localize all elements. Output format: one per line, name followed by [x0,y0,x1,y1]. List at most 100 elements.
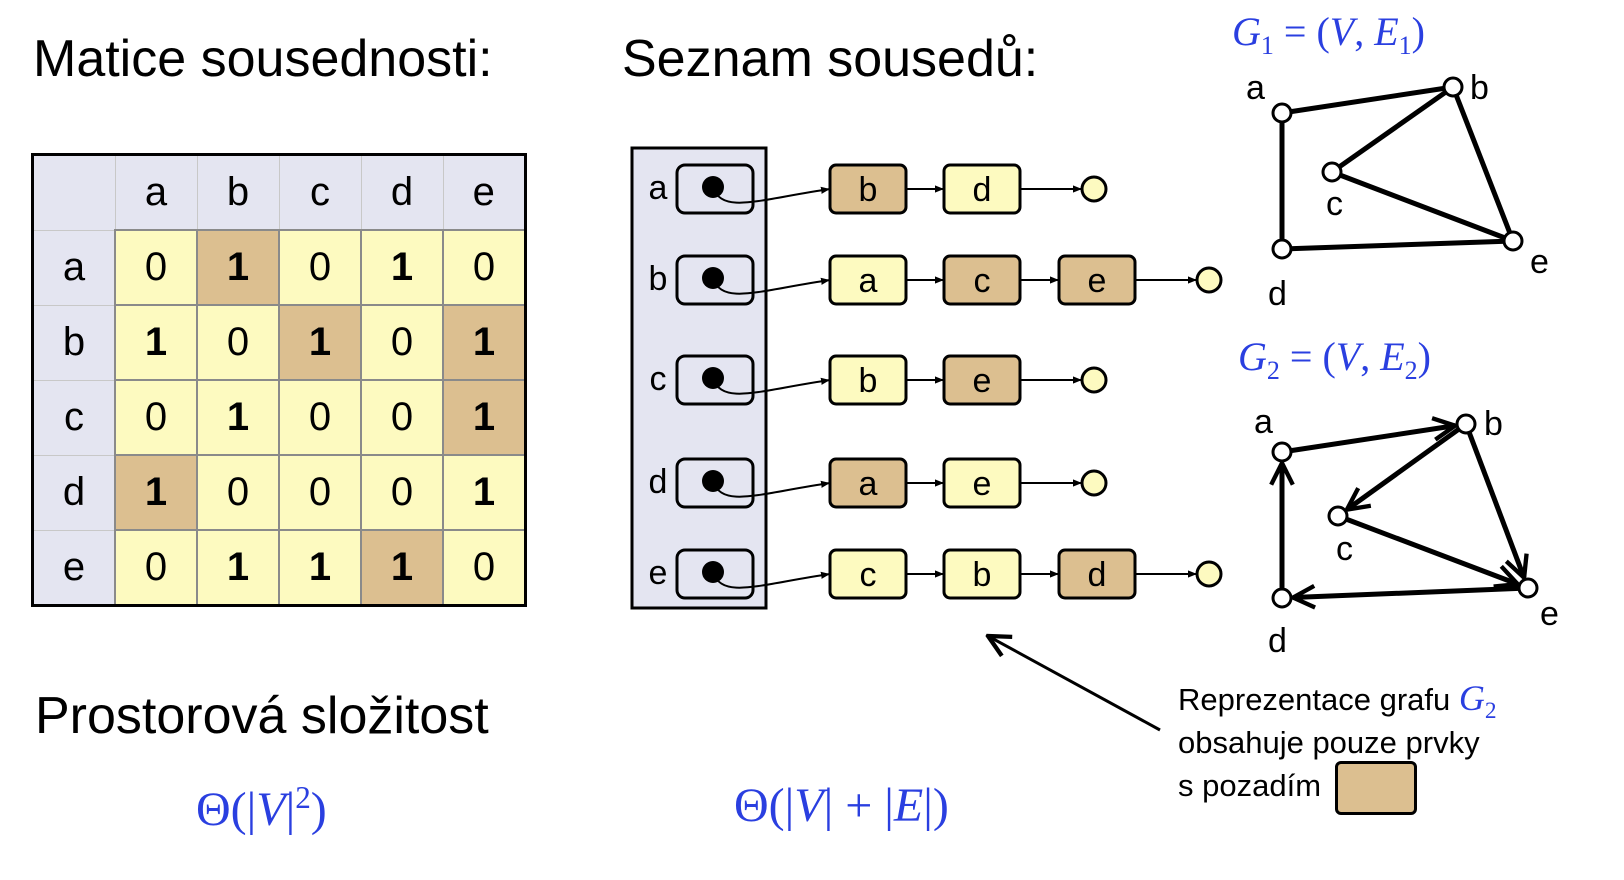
list-node-label: a [859,465,878,503]
list-node-label: c [974,262,991,300]
matrix-cell: 0 [196,454,280,531]
matrix-row: c 0 1 0 0 1 [32,379,527,456]
list-node-label: b [973,556,992,594]
matrix-cell: 1 [442,454,527,531]
matrix-cell: 0 [278,454,362,531]
matrix-cell: 1 [114,304,198,381]
legend-note: Reprezentace grafu G2 obsahuje pouze prv… [1178,680,1497,815]
graph-vertex [1271,441,1293,463]
graph-vertex [1455,413,1477,435]
list-node-label: e [973,362,992,400]
matrix-cell: 0 [278,379,362,456]
note-line-3: s pozadím [1178,767,1322,803]
matrix-complexity: Θ(|V|2) [196,780,327,836]
note-line-1: Reprezentace grafu [1178,682,1451,717]
adjacency-matrix: a b c d e a 0 1 0 1 0 b 1 0 1 0 1 c 0 1 … [31,153,527,607]
matrix-cell: 0 [196,304,280,381]
head-pointer-arrow [712,571,831,589]
list-node-label: e [973,465,992,503]
note-line-2: obsahuje pouze prvky [1178,724,1480,760]
col-header: d [360,154,444,231]
graph-g2: a b c d e [1254,403,1559,660]
matrix-cell: 0 [278,229,362,306]
matrix-header-row: a b c d e [32,154,526,231]
matrix-cell: 0 [114,229,198,306]
list-node-label: b [859,362,878,400]
graph-vertex [1327,505,1349,527]
vertex-label: e [649,554,668,592]
graph-edge [1281,84,1454,116]
graph-edge [1337,513,1518,584]
list-node-label: c [860,556,877,594]
vertex-label: b [649,260,668,298]
graph-edge [1450,86,1516,242]
null-terminator [1080,175,1108,203]
matrix-cell: 1 [278,529,362,607]
col-header: c [278,154,362,231]
matrix-cell: 0 [442,229,527,306]
graph-vertex-label: b [1484,405,1503,443]
null-terminator [1080,366,1108,394]
row-header: e [32,529,116,606]
graph-vertex-label: d [1268,622,1287,660]
graph-vertex [1271,102,1293,124]
matrix-cell: 0 [114,379,198,456]
matrix-corner [32,154,116,231]
graph-vertex-label: e [1540,595,1559,633]
row-header: c [32,379,116,456]
graph-vertex-label: c [1326,185,1343,223]
matrix-cell: 1 [196,379,280,456]
g2-title: G2 = (V, E2) [1238,334,1431,385]
graph-vertex-label: c [1336,530,1353,568]
note-pointer-arrow [988,636,1161,732]
graph-edge [1330,84,1455,175]
matrix-cell: 1 [196,529,280,607]
matrix-row: b 1 0 1 0 1 [32,304,527,381]
complexity-heading: Prostorová složitost [35,687,489,745]
null-terminator [1195,266,1223,294]
head-pointer-arrow [712,480,831,498]
graph-vertex [1502,230,1524,252]
matrix-heading: Matice sousednosti: [33,30,493,88]
graph-edge [1281,238,1514,252]
list-node-label: a [859,262,878,300]
matrix-cell: 0 [360,379,444,456]
head-pointer-arrow [712,186,831,204]
vertex-label: a [649,169,668,207]
row-header: b [32,304,116,381]
list-heading: Seznam sousedů: [622,30,1039,88]
col-header: b [196,154,280,231]
matrix-cell: 1 [360,529,444,607]
graph-vertex [1271,238,1293,260]
graph-vertex [1442,76,1464,98]
graph-vertex-label: d [1268,275,1287,313]
list-node-label: d [973,171,992,209]
matrix-cell: 1 [196,229,280,306]
graph-vertex [1517,577,1539,599]
list-node-label: e [1088,262,1107,300]
graph-vertex-label: a [1254,403,1273,441]
g1-title: G1 = (V, E1) [1232,9,1425,60]
matrix-cell: 0 [360,304,444,381]
shaded-swatch [1335,760,1418,815]
note-graph-symbol: G2 [1458,678,1497,725]
matrix-cell: 1 [442,304,527,381]
matrix-row: e 0 1 1 1 0 [32,529,527,607]
row-header: a [32,229,116,306]
head-pointer-arrow [712,377,831,395]
list-complexity: Θ(|V| + |E|) [734,779,949,832]
vertex-label: c [650,360,667,398]
head-pointer-arrow [712,277,831,295]
graph-edge [1331,169,1514,244]
matrix-cell: 1 [114,454,198,531]
null-terminator [1195,560,1223,588]
graph-vertex [1321,161,1343,183]
matrix-row: d 1 0 0 0 1 [32,454,527,531]
graph-edge [1347,421,1468,510]
graph-edge [1281,426,1455,455]
matrix-cell: 0 [442,529,527,607]
graph-vertex-label: a [1246,69,1265,107]
